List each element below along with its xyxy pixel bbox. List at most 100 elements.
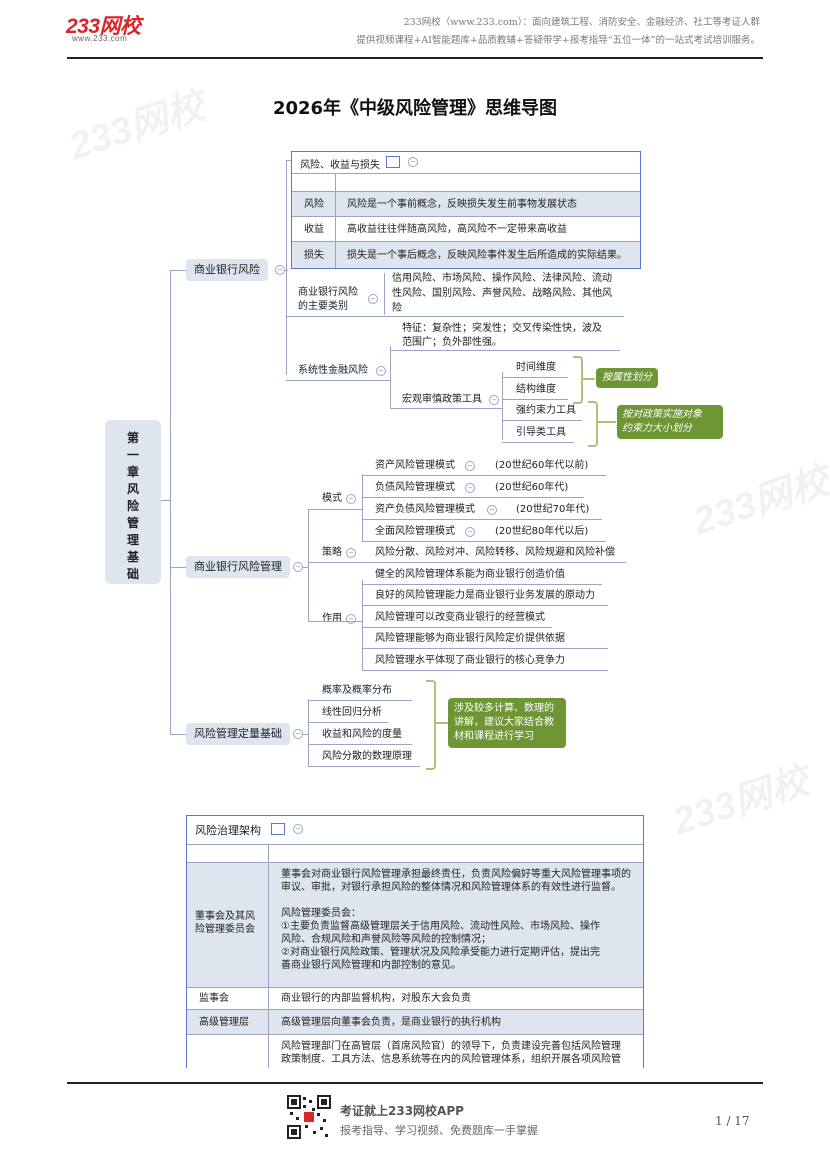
- mode-era: (20世纪60年代): [495, 482, 569, 493]
- collapse-icon[interactable]: −: [376, 366, 386, 376]
- connector: [362, 497, 584, 498]
- chapter-char: 风: [126, 482, 139, 496]
- table-divider: [268, 844, 269, 1068]
- header-tagline-1: 233网校（www.233.com）：面向建筑工程、消防安全、金融经济、社工等考…: [403, 17, 760, 28]
- note-line: 约束力大小划分: [622, 423, 692, 434]
- gov-value-line: ②对商业银行风险政策、管理状况及风险承受能力进行定期评估，提出完: [281, 947, 600, 958]
- collapse-icon[interactable]: −: [487, 505, 497, 515]
- branch-commercial-bank-risk[interactable]: 商业银行风险: [186, 259, 268, 281]
- qr-code-icon: [287, 1095, 331, 1139]
- table-key: 收益: [304, 224, 324, 235]
- collapse-icon[interactable]: −: [489, 395, 499, 405]
- mode-name: 资产负债风险管理模式: [375, 504, 475, 515]
- connector: [384, 316, 624, 317]
- gov-key: 监事会: [199, 993, 229, 1004]
- governance-table: 风险治理架构 − 董事会及其风 险管理委员会 董事会对商业银行风险管理承担最终责…: [186, 815, 644, 1068]
- collapse-icon[interactable]: −: [293, 729, 303, 739]
- chapter-char: 础: [126, 567, 139, 581]
- connector: [286, 316, 386, 317]
- mode-era: (20世纪80年代以后): [495, 526, 589, 537]
- gov-value-line: 风险管理部门在高管层（首席风险官）的领导下，负责建设完善包括风险管理: [281, 1041, 621, 1052]
- systemic-feature: 特征：复杂性；突发性；交叉传染性快，波及: [402, 323, 602, 334]
- types-label: 的主要类别: [298, 301, 348, 312]
- connector: [286, 380, 390, 381]
- collapse-icon[interactable]: −: [346, 494, 356, 504]
- collapse-icon[interactable]: −: [346, 548, 356, 558]
- table-row: [187, 1010, 643, 1034]
- connector: [308, 621, 362, 622]
- types-text: 险: [392, 303, 402, 314]
- mode-label: 模式: [322, 493, 342, 504]
- connector: [284, 270, 288, 271]
- mode-era: (20世纪70年代): [516, 504, 590, 515]
- watermark: 233网校: [688, 460, 830, 544]
- collapse-icon[interactable]: −: [293, 824, 303, 834]
- quant-item: 线性回归分析: [322, 707, 382, 718]
- connector: [502, 399, 568, 400]
- risk-return-loss-table: 风险、收益与损失 − 风险 风险是一个事前概念，反映损失发生前事物发展状态 收益…: [291, 151, 641, 269]
- connector: [303, 567, 309, 568]
- table-value: 损失是一个事后概念，反映风险事件发生后所造成的实际结果。: [347, 250, 627, 261]
- collapse-icon[interactable]: −: [293, 562, 303, 572]
- connector: [308, 700, 412, 701]
- systemic-feature: 范围广；负外部性强。: [402, 337, 502, 348]
- table-icon[interactable]: [271, 823, 285, 835]
- branch-quant-basics[interactable]: 风险管理定量基础: [186, 723, 290, 745]
- types-text: 信用风险、市场风险、操作风险、法律风险、流动: [392, 273, 612, 284]
- footer-app-slogan: 考证就上233网校APP: [340, 1104, 464, 1118]
- mode-era: (20世纪60年代以前): [495, 460, 589, 471]
- collapse-icon[interactable]: −: [368, 294, 378, 304]
- table-divider: [292, 241, 640, 242]
- mode-name: 资产风险管理模式: [375, 460, 455, 471]
- table-divider: [187, 1034, 643, 1035]
- connector: [598, 421, 616, 423]
- table-divider: [335, 173, 336, 268]
- connector: [390, 408, 502, 409]
- connector: [362, 519, 602, 520]
- connector: [502, 442, 574, 443]
- note-quant: 涉及较多计算、数理的 讲解，建议大家结合教 材和课程进行学习: [448, 698, 566, 748]
- chapter-char: 理: [126, 533, 139, 547]
- footer-app-desc: 报考指导、学习视频、免费题库一手掌握: [340, 1124, 538, 1137]
- connector: [362, 562, 626, 563]
- role-item: 良好的风险管理能力是商业银行业务发展的原动力: [375, 590, 595, 601]
- quant-item: 收益和风险的度量: [322, 729, 402, 740]
- table-divider: [292, 173, 640, 174]
- table-divider: [292, 216, 640, 217]
- gov-value: 董事会对商业银行风险管理承担最终责任，负责风险偏好等重大风险管理事项的 审议、审…: [281, 868, 631, 972]
- connector: [308, 509, 362, 510]
- connector: [502, 377, 568, 378]
- group-bracket: [426, 680, 436, 770]
- collapse-icon[interactable]: −: [465, 483, 475, 493]
- connector: [170, 734, 186, 735]
- macro-item: 引导类工具: [516, 427, 566, 438]
- chapter-node[interactable]: 第 一 章 风 险 管 理 基 础: [105, 420, 161, 584]
- table-icon[interactable]: [386, 156, 400, 168]
- brand-url: www.233.com: [72, 34, 128, 43]
- gov-value-line: 善商业银行风险管理和内部控制的意见。: [281, 960, 461, 971]
- gov-key-line: 董事会及其风: [195, 911, 255, 922]
- table-value: 风险是一个事前概念，反映损失发生前事物发展状态: [347, 199, 577, 210]
- connector: [436, 722, 448, 724]
- quant-item: 概率及概率分布: [322, 685, 392, 696]
- strategy-text: 风险分散、风险对冲、风险转移、风险规避和风险补偿: [375, 547, 615, 558]
- collapse-icon[interactable]: −: [465, 461, 475, 471]
- connector: [308, 562, 362, 563]
- chapter-char: 基: [126, 550, 139, 564]
- collapse-icon[interactable]: −: [465, 527, 475, 537]
- macro-item: 强约束力工具: [516, 405, 576, 416]
- note-line: 涉及较多计算、数理的: [454, 703, 554, 714]
- connector: [390, 346, 391, 408]
- note-line: 讲解，建议大家结合教: [454, 717, 554, 728]
- header-tagline-2: 提供视频课程+AI智能题库+品质教辅+答疑带学+报考指导“五位一体”的一站式考试…: [356, 35, 760, 46]
- connector: [303, 734, 309, 735]
- gov-key: 董事会及其风 险管理委员会: [195, 910, 255, 936]
- connector: [384, 273, 385, 315]
- collapse-icon[interactable]: −: [346, 614, 356, 624]
- table-title: 风险治理架构: [195, 824, 261, 837]
- gov-value-line: 审议、审批，对银行承担风险的整体情况和风险管理体系的有效性进行监督。: [281, 882, 621, 893]
- table-value: 高收益往往伴随高风险，高风险不一定带来高收益: [347, 224, 567, 235]
- chapter-char: 险: [126, 499, 139, 513]
- collapse-icon[interactable]: −: [408, 157, 418, 167]
- branch-risk-management[interactable]: 商业银行风险管理: [186, 556, 290, 578]
